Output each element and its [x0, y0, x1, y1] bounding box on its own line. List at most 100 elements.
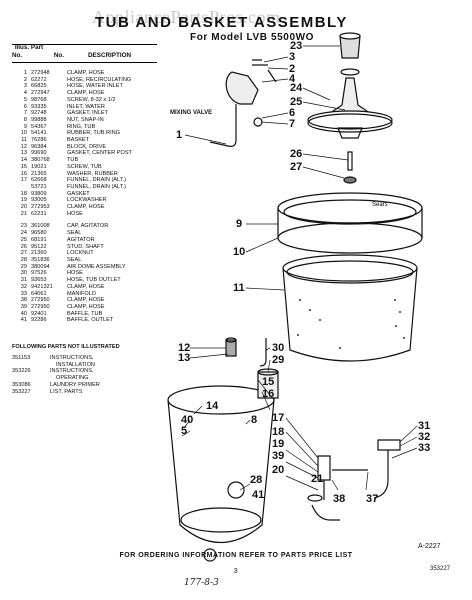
callout-11: 11 [233, 282, 245, 294]
part-description: RING, TUB [67, 123, 96, 130]
callout-20: 20 [272, 464, 284, 476]
part-description: HOSE [67, 210, 83, 217]
callout-12: 12 [178, 342, 190, 354]
part-illus-no: 2 [23, 76, 27, 83]
part-illus-no: 21 [20, 210, 27, 217]
part-number: 93809 [31, 190, 47, 197]
callout-17: 17 [272, 412, 284, 424]
part-number: 96384 [31, 143, 47, 150]
part-number: 66825 [31, 83, 47, 90]
part-illus-no: 25 [20, 236, 27, 243]
part-illus-no: 13 [20, 150, 27, 157]
callout-7: 7 [289, 118, 295, 130]
callout-40: 40 [181, 414, 193, 426]
part-description: AGITATOR [67, 236, 95, 243]
part-number: 62668 [31, 177, 47, 184]
callout-32: 32 [418, 431, 430, 443]
part-number: 64061 [31, 290, 47, 297]
part-description: LIST, PARTS [50, 388, 83, 395]
part-number: 95122 [31, 243, 47, 250]
column-header-illus: Illus. Part No. No. [12, 44, 64, 60]
part-number: 54141 [31, 130, 47, 137]
callout-21: 21 [311, 473, 323, 485]
part-number: 93005 [31, 197, 47, 204]
part-illus-no: 31 [20, 277, 27, 284]
part-description: CLAMP, HOSE [67, 90, 105, 97]
header-rule-top [12, 44, 157, 45]
callout-31: 31 [418, 420, 430, 432]
callout-39: 39 [272, 450, 284, 462]
callout-28: 28 [250, 474, 262, 486]
part-illus-no: 8 [23, 116, 27, 123]
callout-18: 18 [272, 426, 284, 438]
part-illus-no: 9 [23, 123, 27, 130]
part-number: 19021 [31, 163, 47, 170]
part-description: OPERATING [56, 375, 89, 382]
part-description: CLAMP, HOSE [67, 70, 105, 76]
part-number: 353086 [12, 381, 31, 388]
part-number: 272948 [31, 70, 50, 76]
callout-9: 9 [236, 218, 242, 230]
part-illus-no: 40 [20, 310, 27, 317]
header-no-2: No. [53, 52, 64, 59]
part-description: CLAMP, HOSE [67, 303, 105, 310]
not-illustrated-row: 353227 LIST, PARTS [12, 389, 172, 396]
part-description: GASKET, CENTER POST [67, 150, 132, 157]
part-description: LOCKWASHER [67, 197, 107, 204]
part-illus-no: 41 [20, 317, 27, 324]
part-description: INSTRUCTIONS, [50, 355, 94, 361]
part-illus-no: 12 [20, 143, 27, 150]
part-illus-no: 39 [20, 303, 27, 310]
callout-30: 30 [272, 342, 284, 354]
part-description: LAUNDRY PRIMER [50, 381, 100, 388]
part-description: FUNNEL, DRAIN (ALT.) [67, 177, 126, 184]
part-description: BASKET [67, 137, 90, 144]
part-number: 272950 [31, 297, 50, 304]
part-description: MANIFOLD [67, 290, 96, 297]
part-description: BLOCK, DRIVE [67, 143, 107, 150]
not-illustrated-row: INSTALLATION [12, 362, 172, 369]
page-title: TUB AND BASKET ASSEMBLY [95, 14, 348, 31]
callout-19: 19 [272, 438, 284, 450]
part-description: RUBBER, TUB RING [67, 130, 121, 137]
part-number: 272947 [31, 90, 50, 97]
mixing-valve-label: MIXING VALVE [170, 110, 213, 116]
callout-37: 37 [366, 493, 378, 505]
not-illustrated-row: 353086 LAUNDRY PRIMER [12, 382, 172, 389]
part-illus-no: 3 [23, 83, 27, 90]
part-illus-no: 6 [23, 103, 27, 110]
part-illus-no: 1 [23, 70, 27, 76]
callout-2: 2 [289, 63, 295, 75]
part-number: 92286 [31, 317, 47, 324]
part-description: CAP, AGITATOR [67, 223, 109, 230]
part-description: CLAMP, HOSE [67, 283, 105, 290]
part-description: LOCKNUT [67, 250, 94, 257]
header-rule-bottom [12, 62, 157, 63]
part-number: 9421321 [31, 283, 53, 290]
part-number: 351153 [12, 355, 31, 361]
part-number: 353227 [12, 388, 31, 395]
tub-mark: Sears [372, 202, 388, 208]
part-illus-no: 33 [20, 290, 27, 297]
callout-14: 14 [206, 400, 219, 412]
callout-1: 1 [176, 129, 182, 141]
part-number: 93335 [31, 103, 47, 110]
page-number: 3 [233, 568, 239, 575]
callout-16: 16 [262, 388, 274, 400]
